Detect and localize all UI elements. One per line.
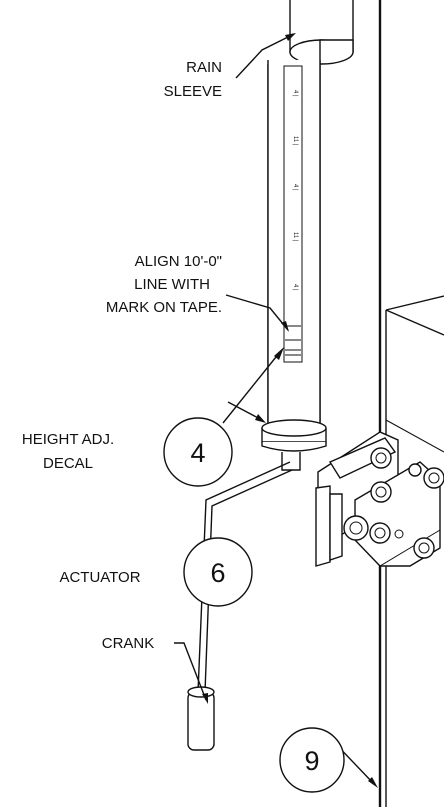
callout-9-number: 9 [304, 746, 319, 776]
svg-text:4 |: 4 | [292, 90, 298, 97]
svg-text:4 |: 4 | [292, 284, 298, 291]
bracket-bolts [343, 447, 444, 559]
rain-sleeve-label-line2: SLEEVE [164, 83, 222, 100]
callout-4: 4 [163, 417, 233, 487]
callout-6: 6 [183, 537, 253, 607]
height-tape-marks: 4 | 11 | 4 | 11 | 4 | [285, 90, 301, 356]
callout-4-number: 4 [190, 438, 205, 468]
mounting-wall [378, 0, 444, 807]
callout-6-number: 6 [210, 558, 225, 588]
height-adj-label-line1: HEIGHT ADJ. [22, 431, 114, 448]
svg-text:4 |: 4 | [292, 184, 298, 191]
align-label-line1: ALIGN 10'-0" [135, 253, 222, 270]
rain-sleeve-label-line1: RAIN [186, 59, 222, 76]
align-label-line2: LINE WITH [134, 276, 210, 293]
svg-text:11 |: 11 | [292, 232, 298, 242]
align-label-line3: MARK ON TAPE. [106, 299, 222, 316]
crank-label: CRANK [102, 635, 155, 652]
crank [187, 461, 293, 751]
height-adj-label-line2: DECAL [43, 455, 93, 472]
svg-text:11 |: 11 | [292, 136, 298, 146]
mast-tube: 4 | 11 | 4 | 11 | 4 | [261, 0, 354, 471]
mounting-bracket [315, 431, 444, 567]
callout-9: 9 [279, 727, 345, 793]
actuator-label: ACTUATOR [59, 569, 140, 586]
